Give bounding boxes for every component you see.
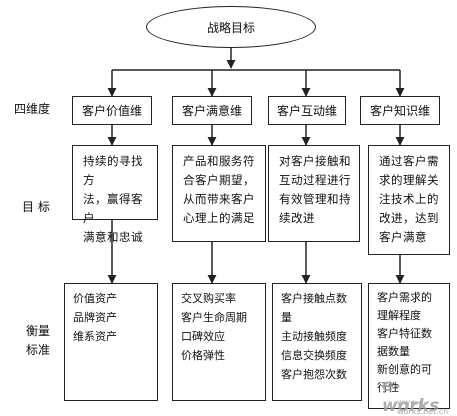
metric-item: 信息交换频度 (281, 349, 347, 362)
strategic-goal-node: 战略目标 (146, 6, 316, 48)
metric-item: 新创意的可 (377, 363, 432, 376)
goal-box-customer-satisfaction: 产品和服务符 合客户期望， 从而带来客户 心理上的满足 (172, 145, 266, 242)
watermark-logo: e-works (382, 376, 440, 416)
metric-item: 主动接触频度 (281, 330, 347, 343)
goal-line: 产品和服务符 (183, 154, 255, 168)
metric-item: 口碑效应 (181, 330, 225, 343)
header-label: 客户满意维 (181, 104, 242, 118)
goal-box-customer-interaction: 对客户接触和 互动过程进行 有效管理和持 续改进 (268, 145, 360, 242)
row-label-metric-1: 衡量 (26, 324, 51, 338)
goal-line: 法，赢得客户 (83, 192, 143, 225)
goal-box-customer-knowledge: 通过客户需 求的理解关 注技术上的 改进，达到 客户满意 (368, 145, 450, 255)
goal-line: 合客户期望， (183, 173, 255, 187)
goal-line: 求的理解关 (379, 173, 439, 187)
goal-line: 续改进 (279, 211, 315, 225)
header-customer-interaction: 客户互动维 (268, 96, 346, 125)
goal-line: 互动过程进行 (279, 173, 351, 187)
row-label-metric-2: 标准 (26, 343, 51, 357)
metric-item: 维系资产 (73, 330, 117, 343)
header-label: 客户价值维 (81, 104, 142, 118)
goal-line: 对客户接触和 (279, 154, 351, 168)
header-label: 客户互动维 (276, 104, 337, 118)
metric-item: 行性 (377, 381, 399, 394)
metric-item: 价格弹性 (181, 349, 225, 362)
metric-box-customer-knowledge: 客户需求的 理解程度 客户特征数 据数量 新创意的可 行性 (368, 283, 450, 409)
header-customer-satisfaction: 客户满意维 (172, 96, 252, 125)
watermark-url: www.e-works.net.cn (397, 398, 449, 416)
metric-item: 价值资产 (73, 292, 117, 305)
metric-box-customer-value: 价值资产 品牌资产 维系资产 (64, 283, 158, 401)
row-label-dimension: 四维度 (14, 102, 51, 116)
metric-item: 交叉购买率 (181, 292, 236, 305)
goal-line: 持续的寻找方 (83, 154, 143, 187)
metric-item: 客户生命周期 (181, 311, 247, 324)
metric-box-customer-satisfaction: 交叉购买率 客户生命周期 口碑效应 价格弹性 (172, 283, 266, 401)
header-customer-value: 客户价值维 (72, 96, 152, 125)
goal-line: 从而带来客户 (183, 192, 255, 206)
goal-line: 有效管理和持 (279, 192, 351, 206)
metric-box-customer-interaction: 客户接触点数量 主动接触频度 信息交换频度 客户抱怨次数 (272, 283, 362, 401)
row-label-goal: 目 标 (22, 200, 50, 214)
metric-item: 品牌资产 (73, 311, 117, 324)
goal-line: 满意和忠诚 (83, 230, 143, 244)
goal-line: 改进，达到 (379, 211, 439, 225)
metric-item: 客户抱怨次数 (281, 368, 347, 381)
metric-item: 客户特征数 (377, 327, 432, 340)
goal-box-customer-value: 持续的寻找方 法，赢得客户 满意和忠诚 (72, 145, 158, 244)
header-customer-knowledge: 客户知识维 (360, 96, 440, 125)
header-label: 客户知识维 (369, 104, 430, 118)
metric-item: 客户接触点数量 (281, 292, 347, 324)
metric-item: 客户需求的 (377, 291, 432, 304)
goal-line: 心理上的满足 (183, 211, 255, 225)
goal-line: 注技术上的 (379, 192, 439, 206)
goal-line: 客户满意 (379, 230, 427, 244)
metric-item: 据数量 (377, 345, 410, 358)
goal-line: 通过客户需 (379, 154, 439, 168)
metric-item: 理解程度 (377, 309, 421, 322)
strategic-goal-label: 战略目标 (206, 20, 255, 35)
